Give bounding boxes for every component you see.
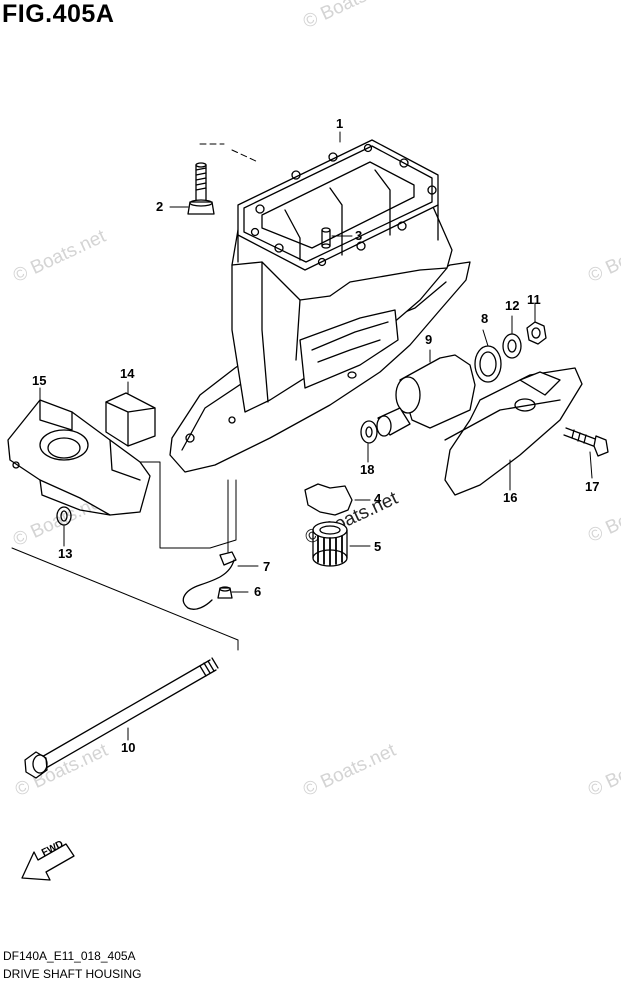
mount-bracket-part-15 xyxy=(7,399,151,516)
alignment-lines xyxy=(11,143,259,651)
callout-7: 7 xyxy=(263,559,271,574)
callout-18: 18 xyxy=(360,462,375,477)
callout-1: 1 xyxy=(336,116,344,131)
leader-lines xyxy=(39,131,593,741)
gasket-part-4 xyxy=(304,483,353,516)
callout-16: 16 xyxy=(503,490,518,505)
callout-6: 6 xyxy=(254,584,262,599)
rubber-block-part-14 xyxy=(105,392,156,447)
callout-3: 3 xyxy=(355,228,363,243)
nut-part-11 xyxy=(526,321,547,345)
clip-part-7 xyxy=(182,551,237,610)
callout-14: 14 xyxy=(120,366,135,381)
washer-part-13 xyxy=(56,506,72,526)
callout-10: 10 xyxy=(121,740,136,755)
bolt-part-17 xyxy=(563,427,609,457)
callout-9: 9 xyxy=(425,332,433,347)
fwd-arrow-icon xyxy=(21,843,75,881)
callout-4: 4 xyxy=(374,491,382,506)
drive-shaft-housing-part xyxy=(169,139,471,473)
long-bolt-part-10 xyxy=(24,657,219,779)
figure-code: DF140A_E11_018_405A xyxy=(3,949,136,963)
callout-2: 2 xyxy=(156,199,164,214)
bushing-part-5 xyxy=(312,521,348,567)
callout-11: 11 xyxy=(527,292,541,307)
mount-cover-part-16 xyxy=(444,367,583,496)
figure-title: FIG.405A xyxy=(2,0,115,28)
bolt-part-2 xyxy=(187,162,215,215)
callout-17: 17 xyxy=(585,479,600,494)
washer-part-8 xyxy=(474,345,502,383)
screw-part-6 xyxy=(217,586,233,599)
washer-part-18 xyxy=(360,420,378,444)
callout-15: 15 xyxy=(32,373,47,388)
callout-8: 8 xyxy=(481,311,489,326)
callout-5: 5 xyxy=(374,539,382,554)
figure-name: DRIVE SHAFT HOUSING xyxy=(3,967,142,981)
washer-part-12 xyxy=(502,333,522,359)
mount-rubber-part-9 xyxy=(376,354,476,437)
callout-13: 13 xyxy=(58,546,73,561)
callout-12: 12 xyxy=(505,298,520,313)
